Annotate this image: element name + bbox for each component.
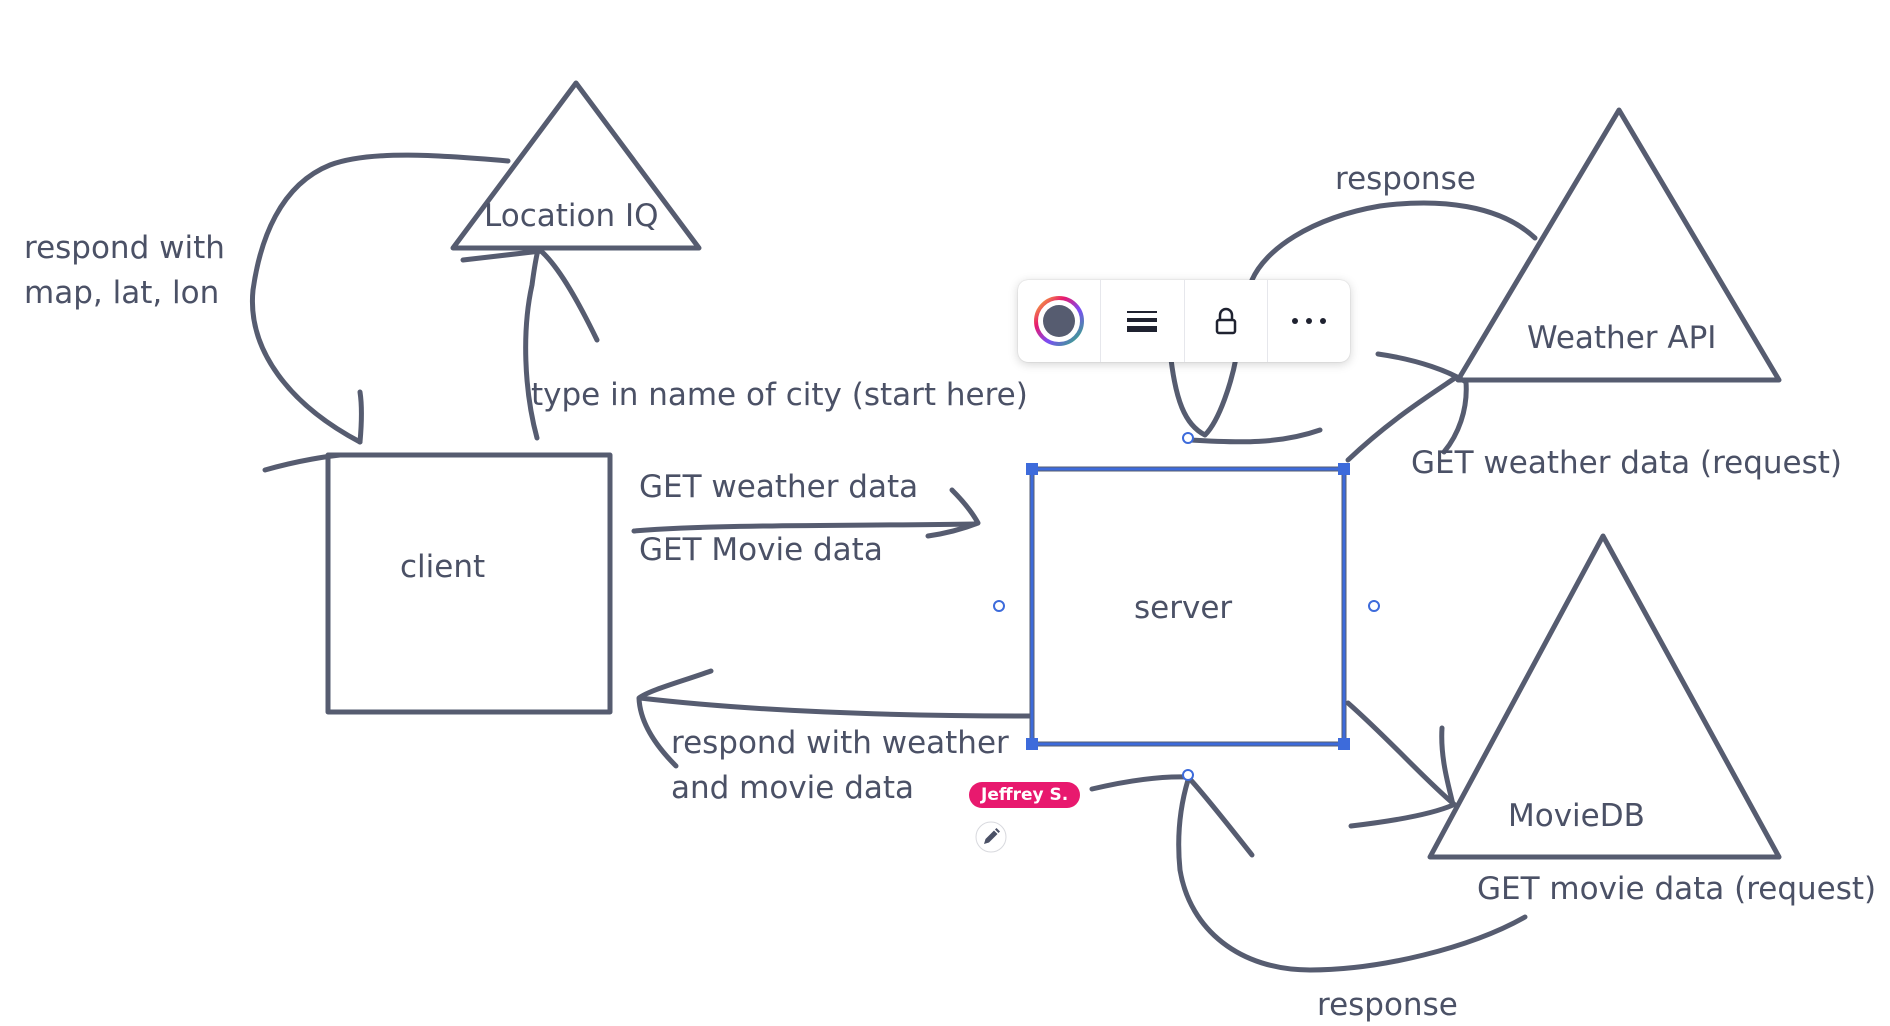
client-box[interactable]	[325, 452, 613, 715]
lock-icon	[1215, 307, 1236, 335]
resize-handle-top-right[interactable]	[1338, 463, 1350, 475]
resize-handle-top-left[interactable]	[1026, 463, 1038, 475]
arrowhead-movie-request[interactable]	[1348, 725, 1456, 829]
get-weather-label: GET weather data	[639, 469, 918, 505]
arrow-client-to-server[interactable]	[631, 521, 978, 534]
weather-request-label: GET weather data (request)	[1411, 445, 1842, 481]
connector-anchor-left[interactable]	[993, 600, 1005, 612]
resize-handle-bottom-right[interactable]	[1338, 738, 1350, 750]
respond-map-label-line1: respond with	[24, 230, 225, 266]
arrow-server-to-client[interactable]	[637, 695, 1033, 719]
color-wheel-icon	[1034, 296, 1085, 346]
resize-handle-bottom-left[interactable]	[1026, 738, 1038, 750]
arrow-moviedb-to-server[interactable]	[1176, 777, 1528, 973]
more-horizontal-icon	[1291, 318, 1326, 324]
moviedb-label: MovieDB	[1508, 798, 1645, 834]
arrowhead-weather-request[interactable]	[1375, 351, 1469, 455]
client-label: client	[400, 549, 485, 585]
weather-response-label: response	[1335, 161, 1476, 197]
arrow-client-to-location-iq[interactable]	[523, 247, 541, 441]
connector-anchor-bottom[interactable]	[1182, 769, 1194, 781]
lock-button[interactable]	[1185, 280, 1268, 362]
arrow-server-to-weather[interactable]	[1345, 375, 1458, 463]
server-label: server	[1134, 590, 1232, 626]
movie-request-label: GET movie data (request)	[1477, 871, 1876, 907]
respond-weather-movie-line2: and movie data	[671, 770, 914, 806]
arrow-server-to-moviedb[interactable]	[1345, 700, 1458, 808]
arrowhead-server[interactable]	[925, 487, 981, 539]
type-city-label: type in name of city (start here)	[531, 377, 1028, 413]
moviedb-triangle[interactable]	[1427, 533, 1782, 860]
connector-anchor-top[interactable]	[1182, 432, 1194, 444]
more-options-button[interactable]	[1268, 280, 1350, 362]
movie-response-label: response	[1317, 987, 1458, 1023]
location-iq-triangle[interactable]	[450, 80, 702, 251]
arrow-weather-to-server[interactable]	[1249, 200, 1538, 283]
color-picker-button[interactable]	[1018, 280, 1102, 362]
arrowhead-weather-response[interactable]	[1167, 347, 1323, 445]
collaborator-name-tag: Jeffrey S.	[969, 782, 1081, 808]
respond-weather-movie-line1: respond with weather	[671, 725, 1009, 761]
respond-map-label-line2: map, lat, lon	[24, 275, 219, 311]
location-iq-label: Location IQ	[484, 198, 659, 234]
pencil-icon	[975, 821, 1007, 853]
arrowhead-location-iq[interactable]	[460, 248, 600, 343]
arrowhead-movie-response[interactable]	[1089, 774, 1255, 858]
line-style-button[interactable]	[1101, 280, 1185, 362]
arrowhead-client-from-location[interactable]	[262, 389, 364, 473]
arrow-location-iq-to-client[interactable]	[249, 152, 511, 445]
weather-api-label: Weather API	[1527, 320, 1716, 356]
get-movie-label: GET Movie data	[639, 532, 883, 568]
weather-api-triangle[interactable]	[1455, 107, 1782, 383]
connector-anchor-right[interactable]	[1368, 600, 1380, 612]
shape-toolbar	[1018, 280, 1350, 362]
arrowhead-client[interactable]	[636, 668, 714, 769]
line-weight-icon	[1127, 311, 1158, 332]
selection-frame[interactable]	[993, 432, 1380, 781]
